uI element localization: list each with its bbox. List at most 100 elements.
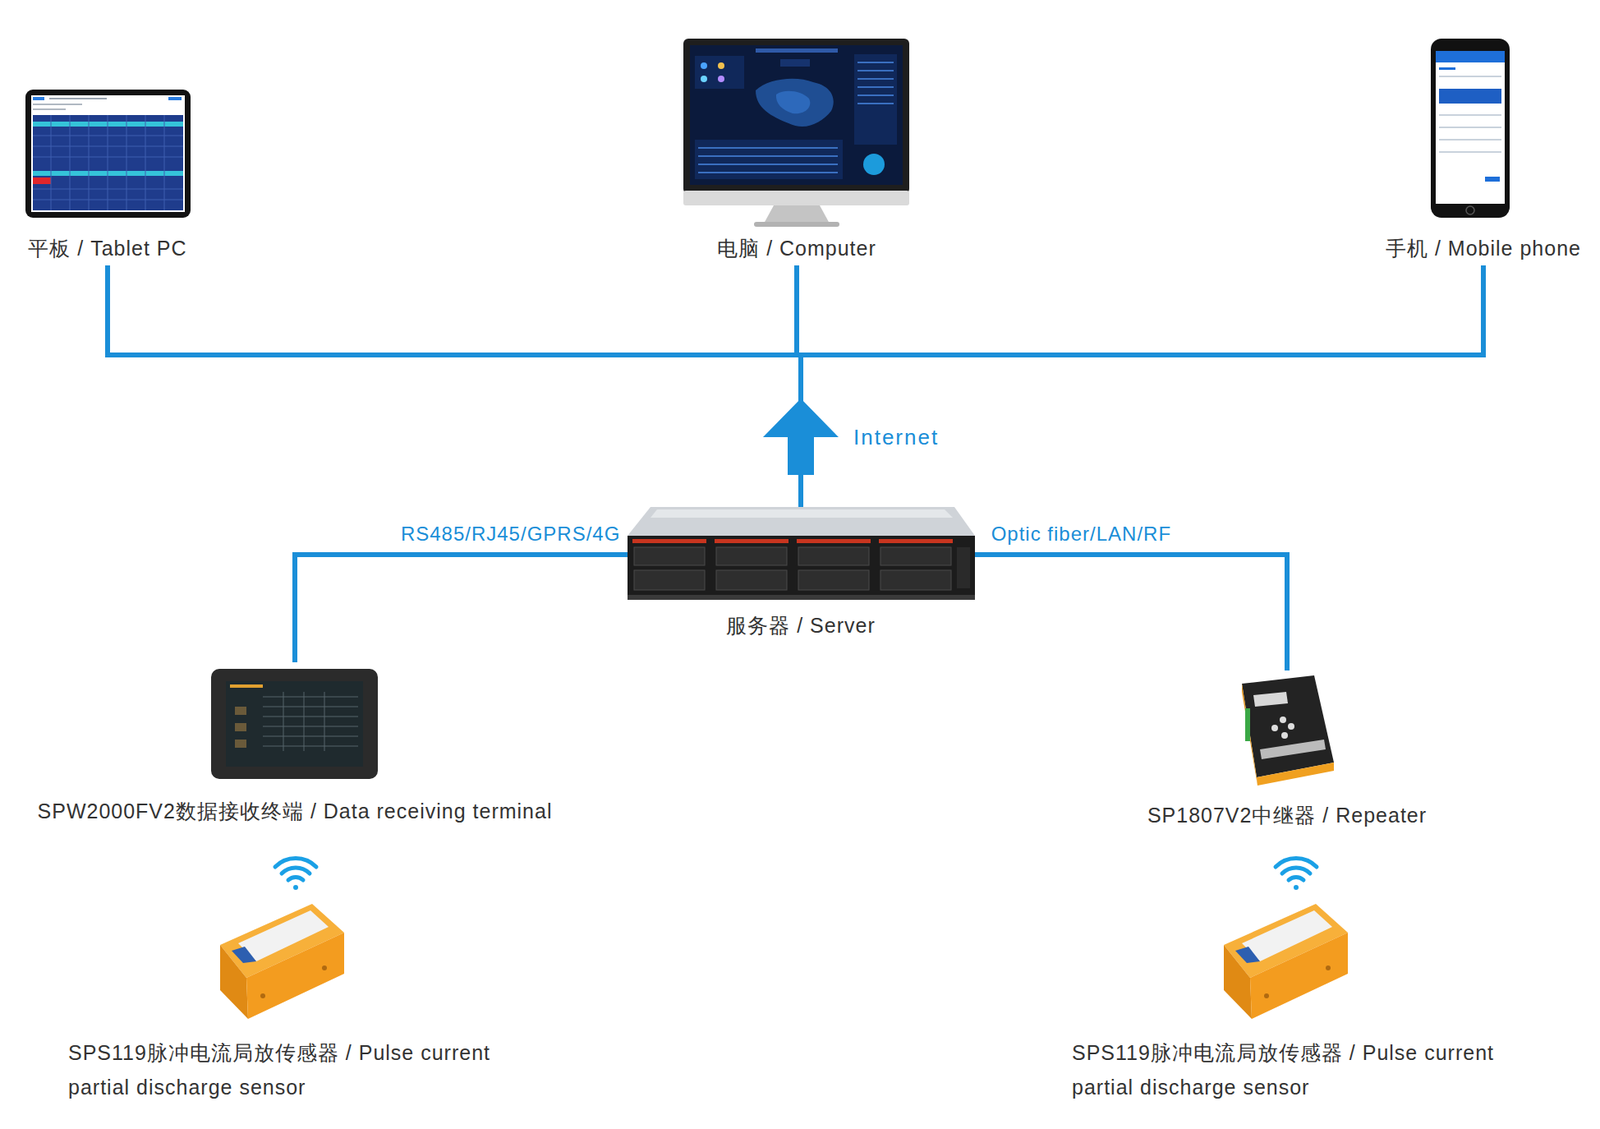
tablet-icon-part-part (32, 188, 184, 190)
phone-icon-part (1466, 206, 1475, 215)
tablet-icon (25, 89, 191, 218)
terminal-icon-part-part (262, 716, 359, 718)
server-icon-part-part (798, 570, 869, 590)
device-label: 服务器 / Server (726, 611, 875, 640)
computer-icon (683, 38, 910, 227)
sensor-icon-part (1235, 946, 1260, 963)
connector-line (107, 265, 801, 507)
server-icon-part (632, 538, 707, 543)
server-icon-part-part (634, 547, 705, 566)
sensor-icon-part (260, 993, 266, 998)
wifi-icon-part (1293, 884, 1299, 890)
terminal-icon-part-part (262, 726, 359, 727)
computer-icon-part (700, 75, 708, 83)
repeater-icon-part (1281, 731, 1288, 739)
terminal-icon-part-part (324, 691, 326, 751)
computer-icon-part (700, 62, 708, 69)
network-label: Internet (853, 423, 939, 451)
up-arrow (763, 398, 839, 475)
device-node: SPS119脉冲电流局放传感器 / Pulse current partial … (68, 895, 529, 1108)
terminal-icon-part-part (262, 696, 359, 698)
tablet-icon-part-part (126, 114, 128, 211)
server-icon-part (627, 506, 975, 536)
computer-icon-part-part (698, 171, 838, 174)
connector-line (294, 554, 727, 663)
device-node: 服务器 / Server (726, 506, 875, 643)
terminal-icon-part (234, 739, 247, 748)
phone-icon-part (1435, 50, 1505, 63)
sensor-icon (1223, 903, 1348, 1019)
tablet-icon-part-part (50, 114, 52, 211)
computer-icon-part-part (698, 147, 838, 149)
computer-icon-part (683, 38, 910, 194)
tablet-icon-part (32, 114, 184, 211)
computer-icon-part-part (857, 94, 894, 97)
tablet-icon-part-part (164, 114, 166, 211)
tablet-icon-part-part (69, 114, 71, 211)
tablet-icon-part (32, 114, 184, 211)
repeater-icon (1241, 675, 1334, 786)
tablet-icon-part (32, 177, 51, 184)
server-icon-part (634, 547, 952, 590)
server-icon-part-part (880, 547, 952, 566)
repeater-icon-part (1256, 762, 1334, 786)
server-icon-part (956, 547, 971, 589)
terminal-icon-part-part (283, 691, 285, 751)
computer-icon-part (863, 153, 885, 175)
computer-icon-part (694, 139, 843, 180)
computer-icon-part-part (857, 86, 894, 88)
computer-icon-part-part (857, 102, 894, 105)
computer-icon-part (763, 205, 830, 224)
computer-icon-part-part (857, 69, 894, 72)
sensor-icon-part (231, 946, 257, 963)
phone-icon-part-part (1439, 151, 1502, 153)
tablet-icon-part (49, 97, 107, 100)
device-node: 平板 / Tablet PC (27, 89, 187, 266)
phone-icon-part (1435, 50, 1505, 204)
computer-icon-part (857, 62, 894, 104)
computer-icon-part-part (857, 78, 894, 80)
tablet-icon-part-part (32, 146, 184, 148)
server-icon-part (650, 509, 953, 518)
repeater-icon-part (1241, 675, 1334, 778)
tablet-icon-part-part (32, 135, 184, 137)
phone-icon (1430, 38, 1510, 218)
terminal-icon-part-part (262, 735, 359, 737)
sensor-icon-part (1325, 965, 1331, 971)
link-label: Optic fiber/LAN/RF (988, 521, 1175, 547)
wifi-icon-part (288, 876, 304, 880)
terminal-icon-part-part (303, 691, 305, 751)
computer-icon-part (780, 59, 810, 67)
device-label: SPS119脉冲电流局放传感器 / Pulse current partial … (68, 1034, 529, 1104)
tablet-icon-part (168, 96, 182, 101)
sensor-icon-part (321, 965, 327, 971)
device-node: SP1807V2中继器 / Repeater (1147, 670, 1427, 833)
terminal-icon-part (262, 691, 359, 751)
sensor-icon (220, 903, 345, 1019)
tablet-icon-part (25, 89, 191, 218)
server-icon-part (627, 594, 975, 600)
tablet-icon-part (32, 103, 83, 106)
computer-icon-part (854, 54, 897, 145)
repeater-icon-part (1259, 739, 1326, 759)
sensor-icon-part (1241, 910, 1333, 961)
wifi-icon-part (1288, 876, 1304, 880)
terminal-icon-part-part (262, 745, 359, 747)
computer-icon-part-part (698, 155, 838, 157)
tablet-icon-part (31, 95, 185, 212)
server-icon-part-part (716, 547, 787, 566)
repeater-icon-part (1253, 691, 1288, 707)
device-label: SPW2000FV2数据接收终端 / Data receiving termin… (37, 796, 553, 825)
tablet-icon-part (32, 96, 45, 101)
terminal-icon-part-part (262, 706, 359, 708)
wifi-icon-part (293, 884, 299, 890)
computer-icon-part (717, 75, 725, 83)
terminal-icon-part (234, 706, 247, 715)
terminal-icon-part (234, 722, 247, 732)
wifi-icon-part (275, 857, 317, 867)
repeater-icon-part (1279, 716, 1287, 723)
phone-icon-part (1439, 114, 1502, 152)
computer-icon-part (755, 78, 834, 127)
